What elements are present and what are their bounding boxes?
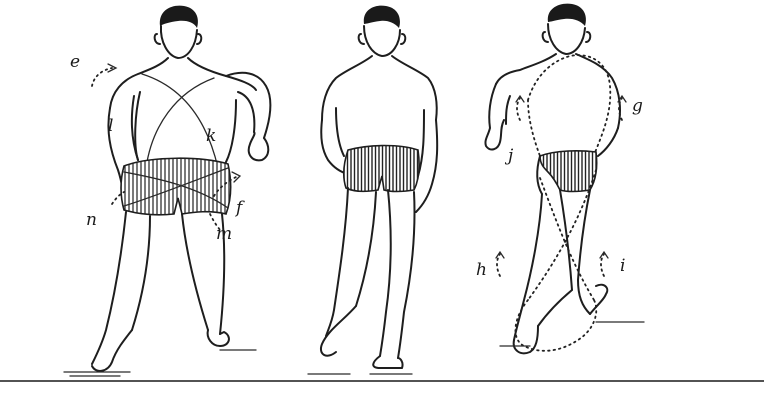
arrow-e-icon bbox=[92, 68, 112, 86]
figure-left bbox=[64, 6, 270, 376]
label-g: g bbox=[632, 98, 643, 115]
arrow-h-icon bbox=[497, 254, 500, 276]
arrow-j-icon bbox=[517, 98, 520, 120]
label-n: n bbox=[86, 212, 97, 229]
figure-middle bbox=[308, 6, 437, 374]
label-m: m bbox=[216, 226, 232, 243]
arrow-i-icon bbox=[601, 254, 604, 276]
label-e: e bbox=[70, 54, 80, 71]
figure-right bbox=[485, 4, 644, 354]
label-l: l bbox=[108, 118, 113, 135]
label-h: h bbox=[476, 262, 487, 279]
label-f: f bbox=[236, 200, 242, 217]
label-k: k bbox=[206, 128, 216, 145]
label-i: i bbox=[620, 258, 625, 275]
label-j: j bbox=[508, 148, 513, 165]
